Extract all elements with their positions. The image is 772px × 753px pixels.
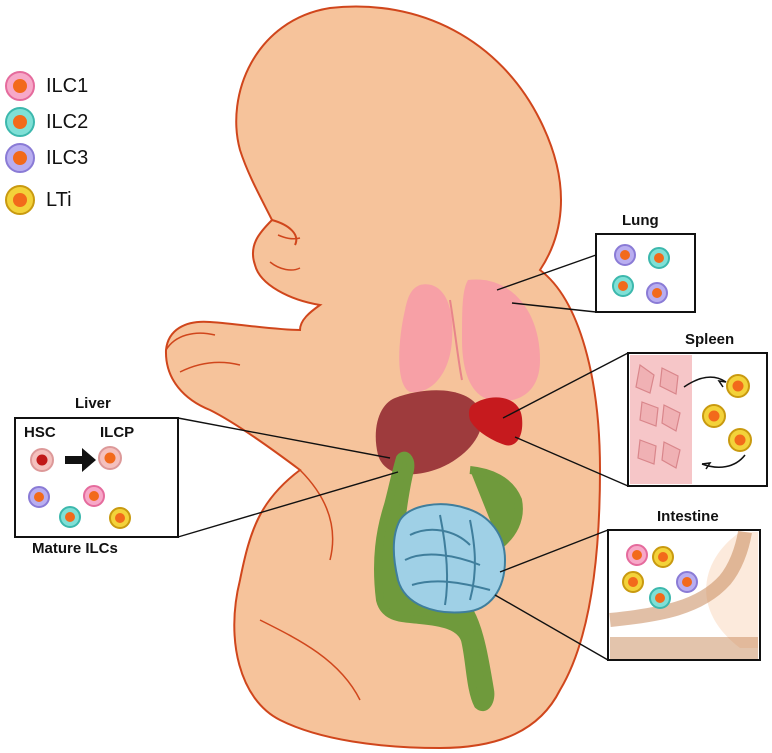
hsc-cell	[30, 448, 54, 472]
liver-cell	[28, 486, 50, 508]
legend-item-lti: LTi	[4, 184, 72, 216]
connector-lines	[177, 254, 629, 661]
spleen-label: Spleen	[685, 331, 735, 348]
intestine-label: Intestine	[657, 508, 719, 525]
intestine-cell	[652, 546, 674, 568]
spleen-cell	[726, 374, 750, 398]
hsc-label: HSC	[24, 424, 56, 441]
liver-cell	[83, 485, 105, 507]
spleen-arrows	[683, 376, 746, 470]
spleen	[468, 397, 523, 446]
lungs	[399, 279, 540, 402]
lung-cell	[646, 282, 668, 304]
lung-label: Lung	[622, 212, 659, 229]
legend-label-ilc3: ILC3	[46, 146, 89, 169]
lung-box	[595, 233, 696, 313]
intestine-cell	[622, 571, 644, 593]
differentiation-arrow	[65, 448, 96, 472]
liver-label: Liver	[75, 395, 111, 412]
legend-cell-ilc1	[5, 71, 35, 101]
spleen-cells	[702, 374, 752, 452]
spleen-cell	[702, 404, 726, 428]
legend-label-ilc1: ILC1	[46, 74, 89, 97]
intestine-cell	[649, 587, 671, 609]
mature-ilcs-label: Mature ILCs	[32, 540, 118, 557]
legend-item-ilc3: ILC3	[4, 142, 88, 174]
lung-cell	[612, 275, 634, 297]
liver-cell	[59, 506, 81, 528]
legend-cell-lti	[5, 185, 35, 215]
spleen-cell	[728, 428, 752, 452]
ilcp-cell	[98, 446, 122, 470]
intestinal-epithelium	[609, 530, 758, 659]
ilcp-label: ILCP	[100, 424, 135, 441]
spleen-stroma	[635, 363, 681, 469]
legend-item-ilc2: ILC2	[4, 106, 88, 138]
lung-cell	[648, 247, 670, 269]
legend-label-lti: LTi	[46, 188, 72, 211]
legend-item-ilc1: ILC1	[4, 70, 88, 102]
legend-cell-ilc2	[5, 107, 35, 137]
liver-cell	[109, 507, 131, 529]
intestine-cells	[622, 544, 698, 609]
liver-box	[14, 417, 179, 538]
lung-cells	[612, 244, 670, 304]
legend-cells	[5, 71, 35, 215]
lung-cell	[614, 244, 636, 266]
liver-cells	[28, 446, 131, 529]
small-intestine	[392, 503, 507, 614]
legend-label-ilc2: ILC2	[46, 110, 89, 133]
intestine-cell	[626, 544, 648, 566]
legend-cell-ilc3	[5, 143, 35, 173]
intestine-cell	[676, 571, 698, 593]
